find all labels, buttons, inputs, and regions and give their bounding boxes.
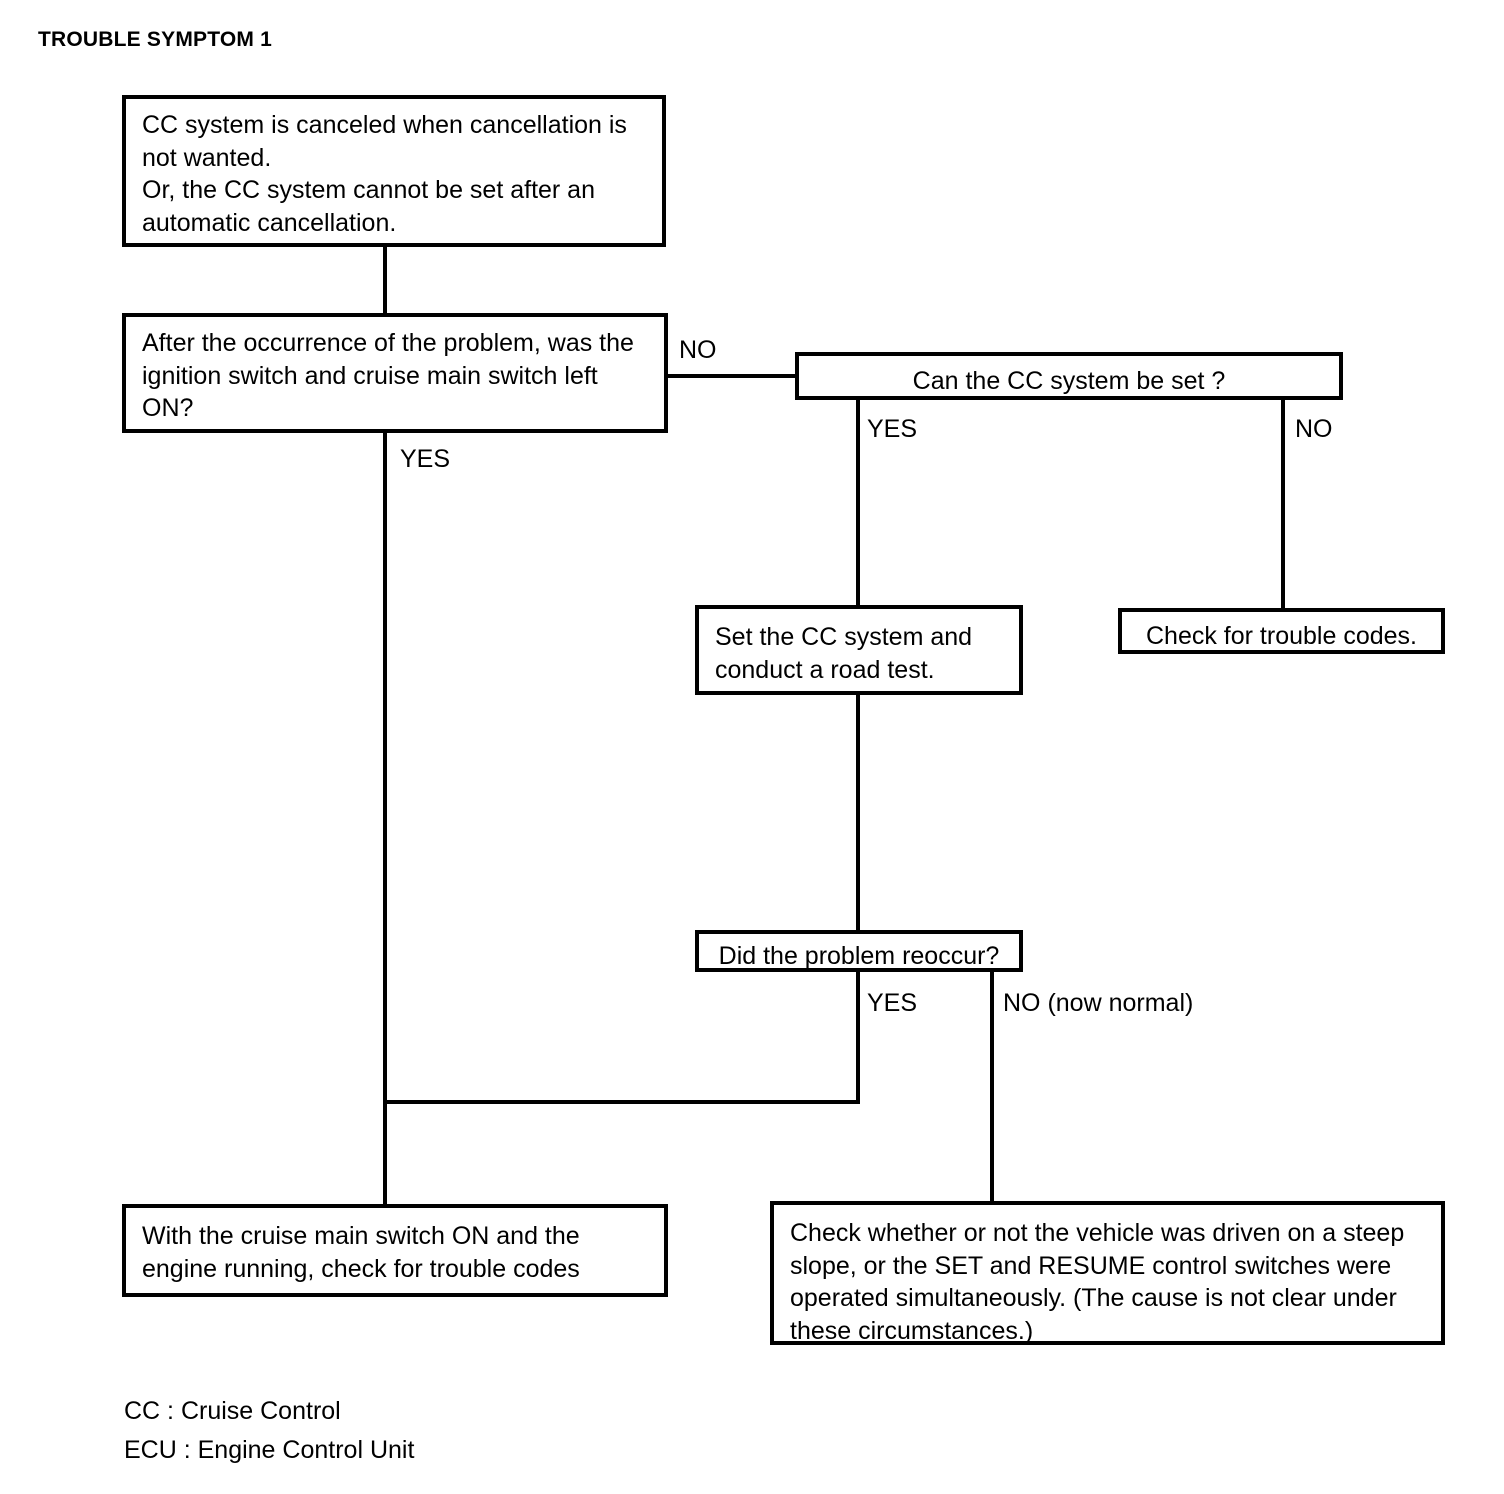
edge-q1-yes-trunk [383, 430, 387, 1206]
node-result-check-trouble-codes: With the cruise main switch ON and the e… [122, 1204, 668, 1297]
edge-label-q3-yes: YES [867, 989, 918, 1017]
node-set-cc-road-test: Set the CC system and conduct a road tes… [695, 605, 1023, 695]
edge-q3-yes-horizontal [383, 1100, 860, 1104]
node-check-trouble-codes: Check for trouble codes. [1118, 608, 1445, 654]
node-question-cc-can-be-set: Can the CC system be set ? [795, 352, 1343, 400]
node-question-ignition-switch: After the occurrence of the problem, was… [122, 313, 668, 433]
edge-label-q1-yes: YES [400, 445, 451, 473]
node-question-problem-reoccur: Did the problem reoccur? [695, 930, 1023, 972]
edge-label-q3-no: NO (now normal) [1003, 989, 1194, 1017]
edge-setcc-to-q3 [856, 693, 860, 932]
node-start: CC system is canceled when cancellation … [122, 95, 666, 247]
edge-q2-no [1281, 398, 1285, 610]
edge-q2-yes [856, 398, 860, 607]
edge-q3-no [990, 969, 994, 1203]
page-title: TROUBLE SYMPTOM 1 [38, 28, 273, 51]
edge-q1-to-q2 [666, 374, 797, 378]
edge-start-to-q1 [383, 244, 387, 316]
legend-abbreviations: CC : Cruise Control ECU : Engine Control… [124, 1397, 415, 1464]
edge-label-q1-no: NO [679, 336, 717, 364]
edge-label-q2-yes: YES [867, 415, 918, 443]
edge-label-q2-no: NO [1295, 415, 1333, 443]
edge-q3-yes-vertical [856, 969, 860, 1104]
node-result-check-driving-conditions: Check whether or not the vehicle was dri… [770, 1201, 1445, 1345]
